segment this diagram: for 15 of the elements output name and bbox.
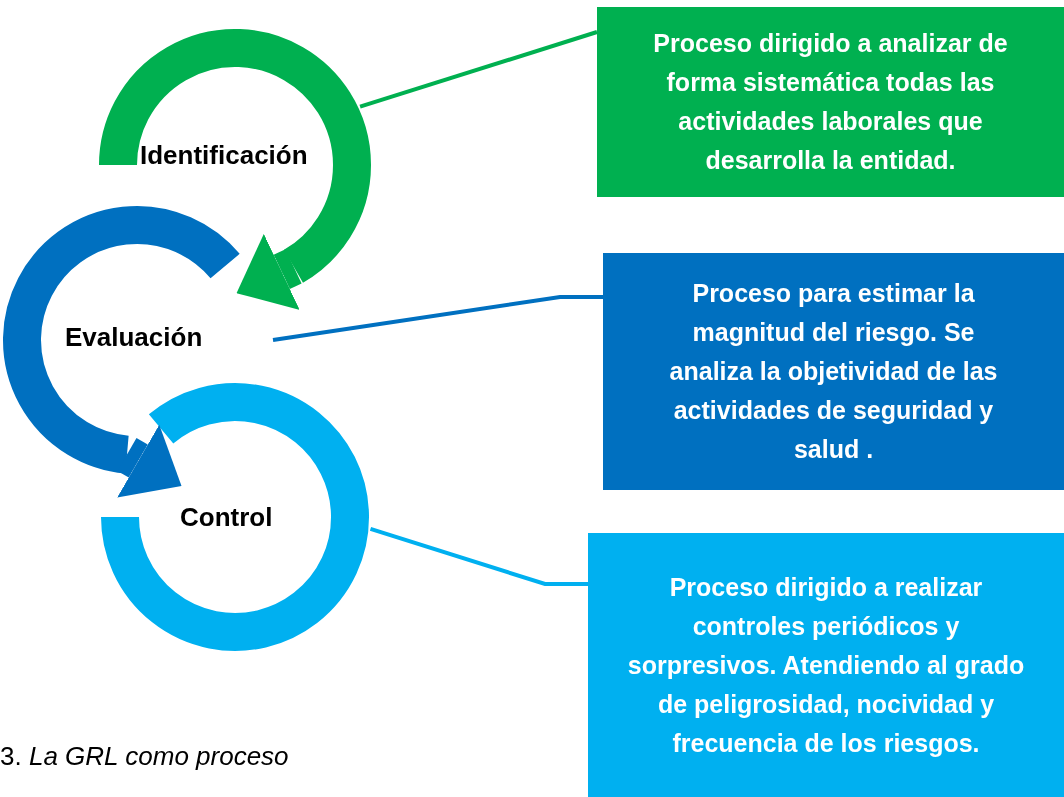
stage-label: Evaluación <box>65 321 203 354</box>
connector-line <box>359 30 598 109</box>
description-box <box>588 533 1064 797</box>
arrow <box>117 424 182 498</box>
arrow <box>236 233 302 310</box>
description-text: Proceso para estimar la magnitud del riesgo. Se analiza la objetividad de las actividades de seguridad y salud . <box>668 278 999 465</box>
stage-label: Identificación <box>140 139 308 172</box>
description-text: Proceso dirigido a realizar controles periódicos y sorpresivos. Atendiendo al grado de peligrosidad, nocividad y frecuencia de los riesgos. <box>626 571 1026 759</box>
stage-label: Control <box>180 501 273 534</box>
caption: 3. La GRL como proceso <box>0 740 289 773</box>
connector-line <box>369 526 588 586</box>
description-box <box>603 253 1064 490</box>
description-text: Proceso dirigido a analizar de forma sistemática todas las actividades laborales que desarrolla la entidad. <box>652 28 1009 176</box>
connector-line <box>272 295 603 342</box>
description-box <box>597 7 1064 197</box>
